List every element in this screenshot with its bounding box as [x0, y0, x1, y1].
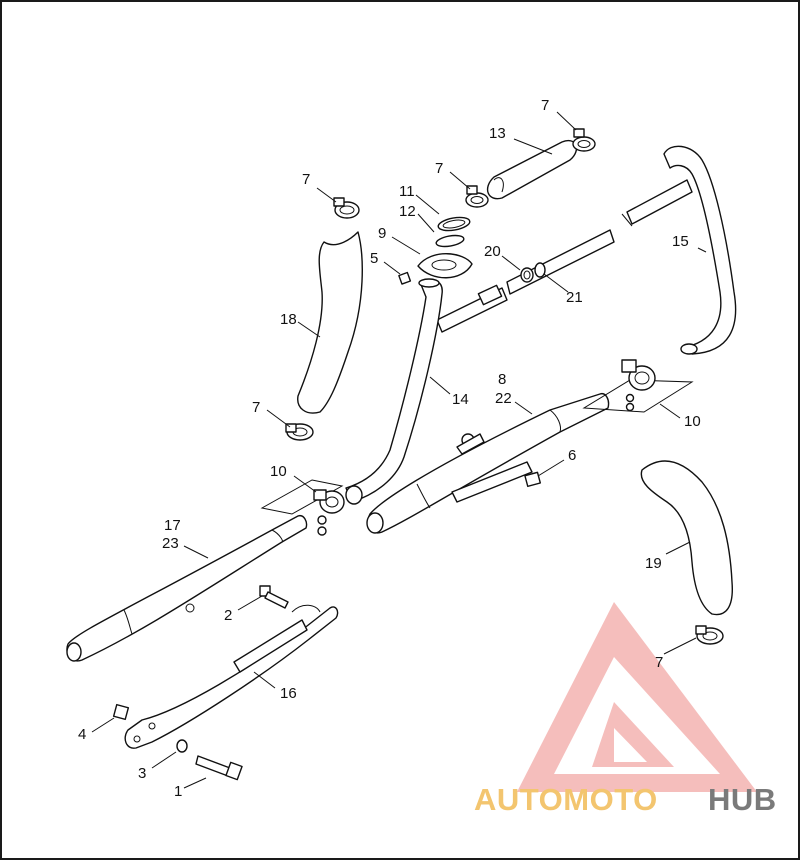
part-16-mounting-bracket — [124, 604, 339, 749]
callout-4: 4 — [78, 726, 86, 743]
callout-10: 10 — [270, 463, 287, 480]
callout-1: 1 — [174, 783, 182, 800]
part-15-front-header — [436, 145, 737, 355]
watermark-logo: AUTOMOTO HUB — [474, 602, 777, 817]
part-6-nut — [524, 471, 542, 488]
part-1-bolt — [195, 755, 243, 781]
callout-5: 5 — [370, 250, 378, 267]
part-5-stud-nut — [398, 271, 412, 285]
clamp-7-upper-mid — [465, 185, 489, 208]
clamp-7-mid-left — [285, 423, 314, 441]
callout-13: 13 — [489, 125, 506, 142]
part-19-heat-shield — [640, 460, 733, 616]
watermark-text-hub: HUB — [708, 782, 777, 817]
callout-labels: 7 13 7 11 12 9 5 7 18 7 20 21 15 14 8 22… — [78, 97, 701, 800]
part-3-washer — [176, 739, 188, 753]
part-13-heat-shield — [486, 139, 578, 200]
part-10-clamp-kit-right — [582, 359, 694, 413]
callout-7: 7 — [435, 160, 443, 177]
callout-11: 11 — [399, 183, 415, 200]
clamp-7-upper-left — [333, 197, 360, 219]
part-18-heat-shield — [297, 231, 363, 414]
callout-12: 12 — [399, 203, 416, 220]
part-17-rear-muffler — [66, 515, 308, 662]
callout-18: 18 — [280, 311, 297, 328]
callout-20: 20 — [484, 243, 501, 260]
callout-19: 19 — [645, 555, 662, 572]
callout-15: 15 — [672, 233, 689, 250]
callout-3: 3 — [138, 765, 146, 782]
callout-17: 17 — [164, 517, 181, 534]
callout-10: 10 — [684, 413, 701, 430]
part-9-flange — [417, 253, 473, 279]
callout-7: 7 — [541, 97, 549, 114]
callout-22: 22 — [495, 390, 512, 407]
part-8-front-muffler — [366, 393, 610, 534]
watermark-text-automoto: AUTOMOTO — [474, 782, 658, 817]
clamp-7-top-right — [572, 128, 596, 152]
callout-8: 8 — [498, 371, 506, 388]
part-10-clamp-kit-left — [260, 479, 345, 536]
leader-lines — [91, 111, 707, 789]
callout-14: 14 — [452, 391, 469, 408]
part-11-gasket — [437, 216, 471, 232]
callout-7: 7 — [302, 171, 310, 188]
part-14-rear-header — [345, 278, 443, 505]
part-21-washer — [534, 262, 546, 278]
callout-9: 9 — [378, 225, 386, 242]
part-4-nut — [112, 703, 130, 721]
callout-21: 21 — [566, 289, 583, 306]
callout-7: 7 — [252, 399, 260, 416]
part-12-retaining-ring — [435, 234, 465, 248]
clamp-7-lower-right — [695, 625, 724, 645]
callout-16: 16 — [280, 685, 297, 702]
part-2-bolt — [259, 585, 289, 609]
part-20-washer — [520, 267, 534, 283]
callout-2: 2 — [224, 607, 232, 624]
callout-6: 6 — [568, 447, 576, 464]
callout-23: 23 — [162, 535, 179, 552]
callout-7: 7 — [655, 654, 663, 671]
